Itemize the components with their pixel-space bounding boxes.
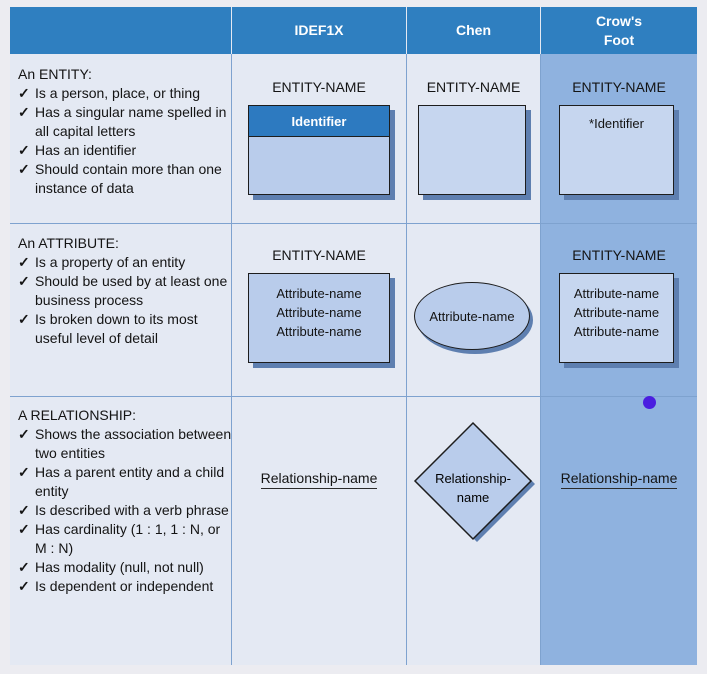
idef1x-attribute: Attribute-name: [276, 324, 362, 339]
crows-foot-entity-box: *Identifier: [559, 105, 674, 195]
entity-row-title: An ENTITY:: [18, 66, 92, 82]
idef1x-attribute: Attribute-name: [276, 305, 362, 320]
relationship-row-title: A RELATIONSHIP:: [18, 407, 136, 423]
column-divider: [406, 54, 407, 665]
chen-relationship-name-line1: Relationship-: [435, 471, 511, 486]
entity-bullet: Is a person, place, or thing: [18, 84, 228, 103]
crows-foot-entity-name: ENTITY-NAME: [572, 79, 666, 95]
relationship-bullet: Has cardinality (1 : 1, 1 : N, or M : N): [18, 520, 233, 558]
column-divider: [231, 54, 232, 665]
header-idef1x: IDEF1X: [232, 7, 406, 54]
chen-attribute-ellipse: Attribute-name: [414, 282, 530, 350]
relationship-bullet: Has a parent entity and a child entity: [18, 463, 233, 501]
crows-foot-attribute-box: Attribute-name Attribute-name Attribute-…: [559, 273, 674, 363]
crows-foot-attribute: Attribute-name: [573, 305, 660, 320]
relationship-bullet: Is described with a verb phrase: [18, 501, 233, 520]
row-divider: [10, 223, 697, 224]
crows-foot-attribute: Attribute-name: [573, 324, 660, 339]
relationship-bullet: Is dependent or independent: [18, 577, 233, 596]
chen-relationship-diamond: Relationship- name: [413, 421, 535, 542]
crows-foot-identifier: *Identifier: [589, 116, 644, 131]
header-crows-foot: Crow's Foot: [541, 7, 697, 54]
header-chen: Chen: [407, 7, 540, 54]
idef1x-attribute: Attribute-name: [276, 286, 362, 301]
idef1x-attribute-entity-name: ENTITY-NAME: [272, 247, 366, 263]
chen-relationship-name-line2: name: [457, 490, 490, 505]
cursor-dot: [643, 396, 656, 409]
attribute-description: An ATTRIBUTE: Is a property of an entity…: [18, 234, 228, 348]
idef1x-entity-name: ENTITY-NAME: [272, 79, 366, 95]
column-divider: [540, 54, 541, 665]
chen-entity-box: [418, 105, 526, 195]
attribute-bullet: Is a property of an entity: [18, 253, 228, 272]
chen-entity-name: ENTITY-NAME: [426, 79, 521, 95]
diamond-shape: [413, 421, 533, 541]
idef1x-entity-box: Identifier: [248, 105, 390, 195]
entity-bullet: Has a singular name spelled in all capit…: [18, 103, 228, 141]
attribute-row-title: An ATTRIBUTE:: [18, 235, 119, 251]
idef1x-relationship-label: Relationship-name: [232, 470, 406, 489]
entity-bullet: Has an identifier: [18, 141, 228, 160]
entity-bullet: Should contain more than one instance of…: [18, 160, 228, 198]
relationship-description: A RELATIONSHIP: Shows the association be…: [18, 406, 233, 596]
idef1x-relationship-name: Relationship-name: [260, 470, 378, 489]
relationship-bullet: Has modality (null, not null): [18, 558, 233, 577]
crows-foot-attribute: Attribute-name: [573, 286, 660, 301]
row-divider: [10, 396, 697, 397]
relationship-bullet: Shows the association between two entiti…: [18, 425, 233, 463]
crows-foot-relationship-label: Relationship-name: [541, 470, 697, 489]
entity-description: An ENTITY: Is a person, place, or thing …: [18, 65, 228, 198]
attribute-bullet: Should be used by at least one business …: [18, 272, 228, 310]
idef1x-attribute-list: Attribute-name Attribute-name Attribute-…: [249, 274, 389, 341]
header-corner: [10, 7, 231, 54]
notation-comparison-table: IDEF1X Chen Crow's Foot An ENTITY: Is a …: [10, 7, 697, 665]
attribute-bullet: Is broken down to its most useful level …: [18, 310, 228, 348]
idef1x-attribute-box: Attribute-name Attribute-name Attribute-…: [248, 273, 390, 363]
crows-foot-attribute-list: Attribute-name Attribute-name Attribute-…: [560, 274, 673, 341]
crows-foot-attribute-entity-name: ENTITY-NAME: [572, 247, 666, 263]
crows-foot-relationship-name: Relationship-name: [560, 470, 678, 489]
idef1x-identifier: Identifier: [249, 106, 389, 137]
